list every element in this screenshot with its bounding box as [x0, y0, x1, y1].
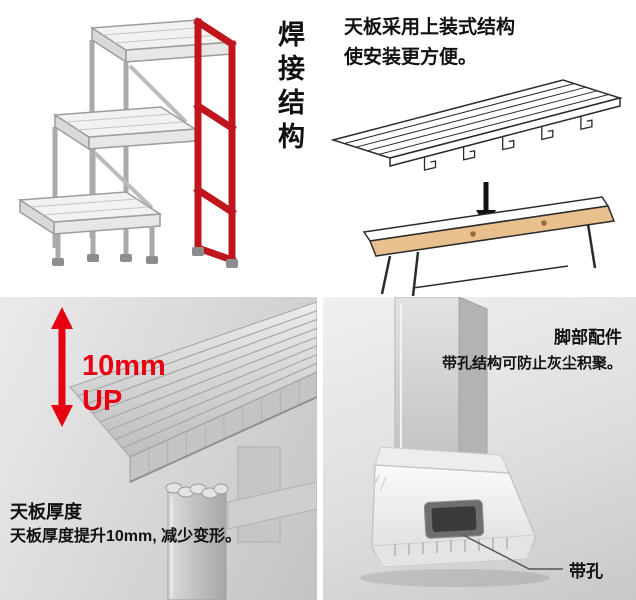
top-board-caption-line1: 天板采用上装式结构	[344, 17, 516, 38]
corner-ribs	[372, 474, 387, 492]
hole-label: 带孔	[569, 562, 603, 581]
frame-feet	[192, 247, 238, 268]
weld-seam	[165, 482, 229, 499]
top-board-caption: 天板采用上装式结构 使安装更方便。	[344, 13, 515, 74]
welded-leg	[165, 482, 229, 600]
mounting-clips	[423, 116, 593, 171]
foot-shadow	[360, 569, 550, 587]
thickness-caption: 天板厚度 天板厚度提升10mm, 减少变形。	[10, 499, 241, 548]
platform-photo	[51, 301, 317, 600]
platform-edge	[129, 371, 317, 483]
panel-top-board: 天板采用上装式结构 使安装更方便。	[318, 0, 636, 296]
weld-structure-title: 焊接结构	[274, 20, 304, 156]
foot-cap	[371, 446, 536, 568]
thickness-desc: 天板厚度提升10mm, 减少变形。	[10, 528, 242, 546]
thickness-up-callout: 10mm UP	[82, 349, 166, 419]
stool-feet	[52, 254, 158, 266]
foot-caption: 脚部配件 带孔结构可防止灰尘积聚。	[442, 325, 622, 375]
panel-weld-structure: 焊接结构	[0, 0, 318, 296]
top-board-diagram	[330, 79, 623, 296]
step-stool-illustration	[17, 17, 238, 268]
stool-braces	[93, 64, 188, 210]
foot-ribs	[394, 537, 508, 556]
panel-foot-accessory: 脚部配件 带孔结构可防止灰尘积聚。 带孔	[323, 297, 636, 600]
frame-legs	[380, 223, 597, 296]
thickness-value: 10mm	[82, 350, 166, 382]
thickness-title: 天板厚度	[10, 502, 82, 522]
top-board-planks	[330, 79, 623, 167]
weld-frame-highlight	[193, 17, 237, 265]
front-legs	[55, 226, 155, 260]
step-1	[17, 191, 163, 236]
background-beam	[227, 481, 317, 530]
hole-leader-line	[462, 534, 563, 570]
thickness-up-label: UP	[82, 384, 123, 417]
thickness-arrow-icon	[51, 307, 73, 427]
foot-desc: 带孔结构可防止灰尘积聚。	[441, 354, 622, 372]
foot-cap-photo	[360, 297, 563, 587]
foot-title: 脚部配件	[554, 328, 622, 347]
frame-side-rail	[362, 196, 616, 257]
step-2	[52, 106, 198, 151]
platform-surface	[69, 301, 317, 458]
foot-hole	[423, 499, 485, 539]
leg-column	[394, 297, 488, 472]
panel-plate-thickness: 10mm UP 天板厚度 天板厚度提升10mm, 减少变形。	[0, 297, 317, 600]
top-board-caption-line2: 使安装更方便。	[344, 47, 478, 69]
